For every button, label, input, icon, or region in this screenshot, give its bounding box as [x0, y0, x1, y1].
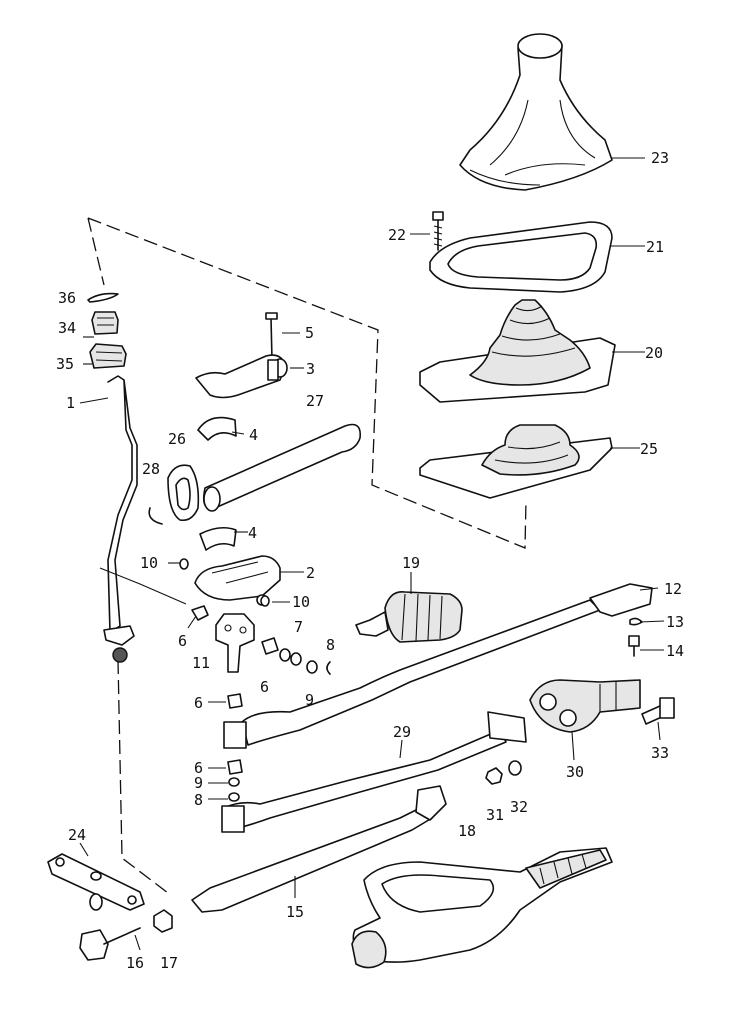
part-14-bolt	[628, 635, 640, 657]
callout-10-right: 10	[292, 593, 310, 611]
part-22-bolt	[432, 211, 444, 251]
part-1-shift-lever	[99, 375, 187, 663]
callout-15: 15	[286, 903, 304, 921]
callout-29: 29	[393, 723, 411, 741]
callout-12: 12	[664, 580, 682, 598]
callout-16: 16	[126, 954, 144, 972]
part-17-nut	[153, 909, 173, 933]
part-28-guide	[148, 464, 200, 525]
part-8-clip-lower	[228, 792, 240, 802]
callout-17: 17	[160, 954, 178, 972]
part-31-nut	[485, 767, 503, 785]
callout-30: 30	[566, 763, 584, 781]
part-10-washer-left	[179, 558, 189, 570]
part-9-washer-lower	[228, 777, 240, 787]
callout-21: 21	[646, 238, 664, 256]
part-29-intermediate-rod	[221, 711, 527, 833]
part-2-lever-housing	[194, 555, 281, 606]
part-35-rubber-bushing	[89, 343, 127, 369]
part-33-bolt	[641, 697, 675, 725]
callout-14: 14	[666, 642, 684, 660]
part-4-bearing-shell-lower	[199, 526, 237, 551]
callout-7: 7	[294, 618, 303, 636]
callout-6-upper: 6	[178, 632, 187, 650]
part-36-circlip	[87, 292, 119, 303]
part-18-shift-housing	[351, 847, 613, 969]
callout-27: 27	[306, 392, 324, 410]
callout-28: 28	[142, 460, 160, 478]
part-11-shift-bracket	[215, 613, 255, 673]
callout-11: 11	[192, 654, 210, 672]
part-4-bearing-shell-upper	[197, 416, 237, 441]
callout-23: 23	[651, 149, 669, 167]
callout-6-lower-a: 6	[194, 694, 203, 712]
part-6-bushing-lower-b	[227, 759, 243, 775]
callout-10-left: 10	[140, 554, 158, 572]
callout-2: 2	[306, 564, 315, 582]
part-24-lever-plate	[47, 853, 145, 911]
part-10-washer-right	[260, 595, 270, 607]
part-16-ball-pin	[79, 927, 141, 961]
callout-4-lower: 4	[248, 524, 257, 542]
callout-26: 26	[168, 430, 186, 448]
callout-9-lower: 9	[194, 774, 203, 792]
callout-3: 3	[306, 360, 315, 378]
part-8-clip-mid	[326, 661, 331, 675]
callout-25: 25	[640, 440, 658, 458]
part-20-rubber-boot-plate	[419, 299, 616, 403]
callout-22: 22	[388, 226, 406, 244]
callout-35: 35	[56, 355, 74, 373]
part-15-shift-rod-long	[191, 785, 447, 913]
callout-9-mid: 9	[305, 691, 314, 709]
part-23-gear-knob-boot	[459, 33, 613, 191]
callout-6-lower-b: 6	[194, 759, 203, 777]
part-5-screw	[265, 312, 278, 361]
assembly-dashed-outline	[87, 217, 527, 894]
callout-18: 18	[458, 822, 476, 840]
part-30-flexible-joint	[529, 679, 641, 733]
callout-1: 1	[66, 394, 75, 412]
callout-8-lower: 8	[194, 791, 203, 809]
part-21-frame	[429, 221, 613, 293]
part-19-rubber-boot	[355, 591, 463, 643]
callout-36: 36	[58, 289, 76, 307]
part-12-shift-rod	[223, 583, 653, 749]
part-6-bushing-lower-a	[227, 693, 243, 709]
callout-labels: 23 22 21 20 25 36 34 35 1 5 3 27 26 4 28…	[56, 149, 684, 972]
callout-33: 33	[651, 744, 669, 762]
part-25-lower-boot-plate	[419, 424, 613, 499]
callout-31: 31	[486, 806, 504, 824]
callout-34: 34	[58, 319, 76, 337]
callout-8-mid: 8	[326, 636, 335, 654]
part-27-tube	[202, 423, 362, 512]
part-34-rubber-bushing	[91, 311, 119, 335]
part-6-bushing-mid	[261, 637, 279, 655]
part-3-bracket-half	[195, 354, 288, 399]
callout-19: 19	[402, 554, 420, 572]
callout-4-upper: 4	[249, 426, 258, 444]
callout-13: 13	[666, 613, 684, 631]
callout-24: 24	[68, 826, 86, 844]
part-9-washer-mid	[306, 660, 318, 674]
leader-lines	[79, 157, 665, 951]
callout-20: 20	[645, 344, 663, 362]
callout-5: 5	[305, 324, 314, 342]
callout-6-mid: 6	[260, 678, 269, 696]
part-32-washer	[508, 760, 522, 776]
callout-32: 32	[510, 798, 528, 816]
part-7-washer	[279, 648, 302, 666]
